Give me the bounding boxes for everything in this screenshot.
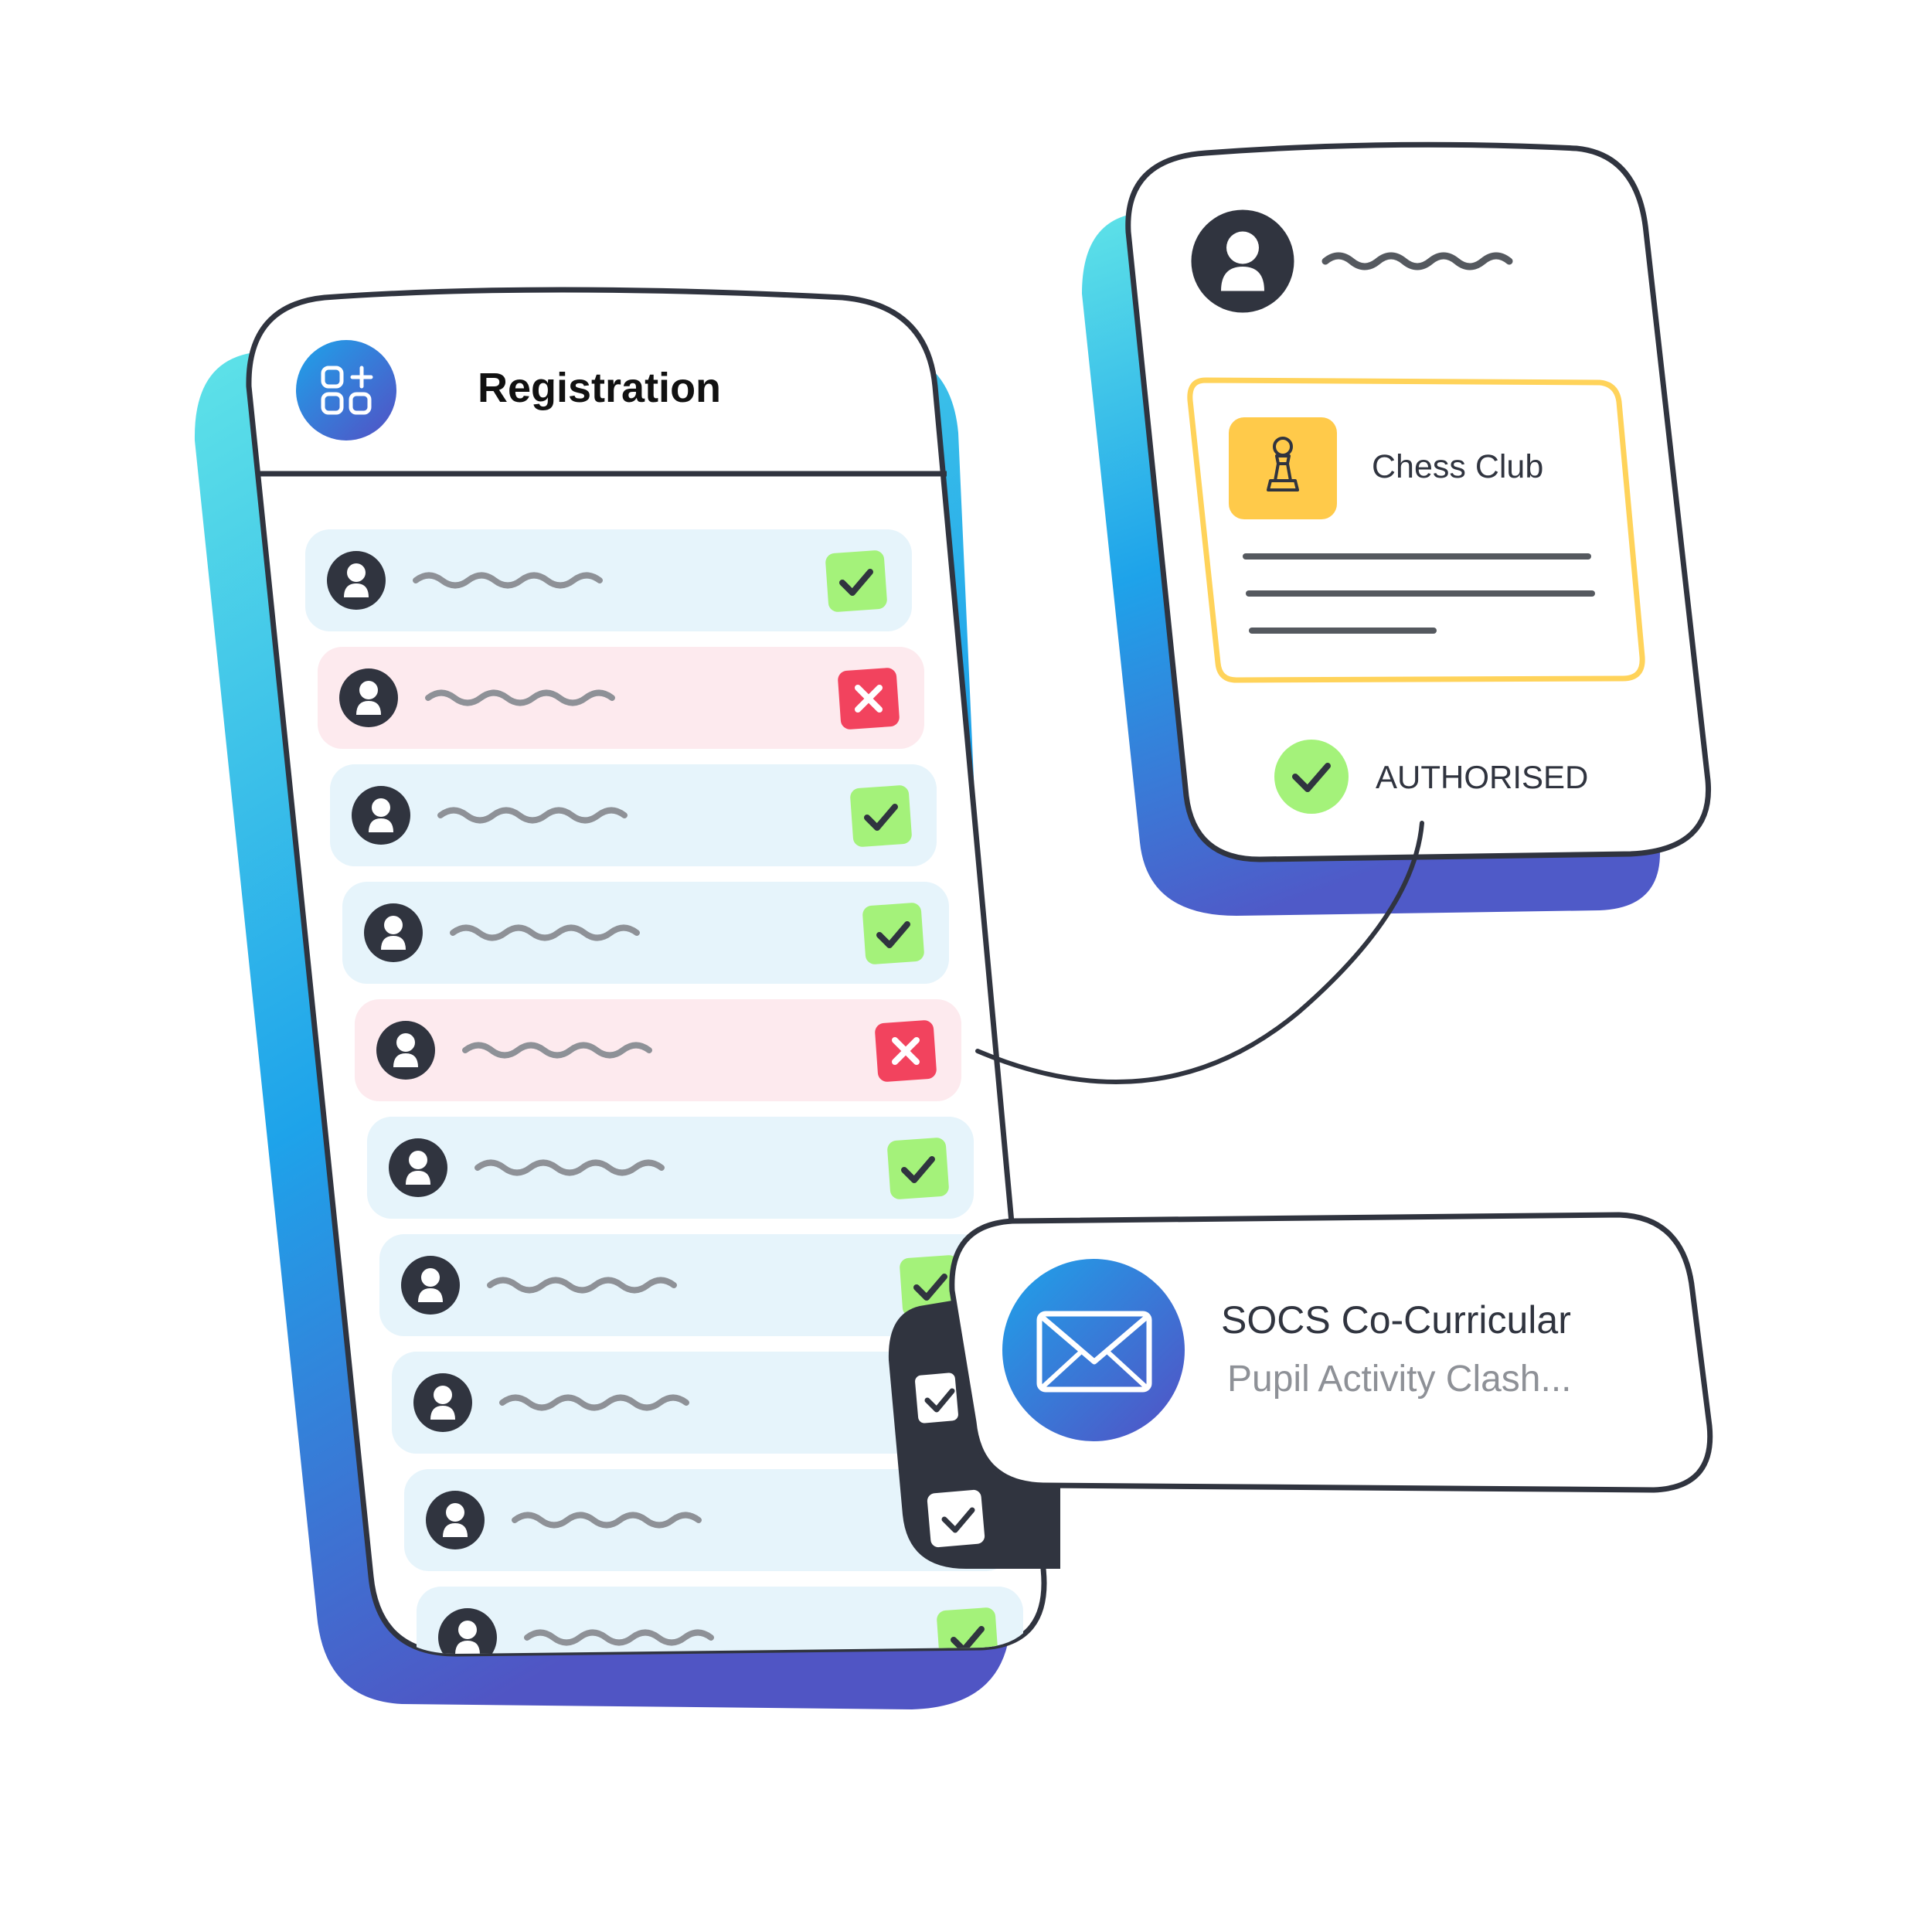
absent-x-icon[interactable]	[837, 667, 900, 730]
apps-add-icon[interactable]	[296, 340, 396, 440]
row-background	[330, 764, 937, 866]
present-check-icon[interactable]	[825, 549, 887, 612]
user-icon	[426, 1491, 485, 1549]
row-background	[404, 1469, 1011, 1571]
registration-list	[305, 529, 1023, 1654]
row-background	[342, 882, 949, 984]
list-item[interactable]	[305, 529, 912, 631]
name-placeholder-squiggle	[462, 1042, 652, 1059]
activity-description-lines	[1243, 553, 1595, 634]
present-check-icon[interactable]	[886, 1137, 949, 1199]
chess-icon-tile	[1229, 417, 1337, 519]
tab-checkbox	[915, 1372, 958, 1423]
list-item[interactable]	[342, 882, 949, 984]
name-placeholder-squiggle	[413, 572, 603, 589]
row-background	[355, 999, 961, 1101]
status-label: AUTHORISED	[1376, 759, 1588, 795]
user-icon	[352, 786, 410, 845]
page-title: Registration	[478, 365, 721, 411]
list-item[interactable]	[318, 647, 924, 749]
name-placeholder-squiggle	[524, 1629, 714, 1646]
row-background	[392, 1352, 998, 1454]
user-icon	[389, 1138, 447, 1197]
list-item[interactable]	[355, 999, 961, 1101]
user-icon	[413, 1373, 472, 1432]
list-item[interactable]	[379, 1234, 986, 1336]
name-placeholder-squiggle	[1321, 252, 1513, 270]
tab-checkbox	[927, 1489, 985, 1548]
user-icon	[401, 1256, 460, 1315]
authorised-check-icon	[1274, 740, 1349, 814]
notification-message: Pupil Activity Clash...	[1227, 1359, 1572, 1400]
user-icon	[364, 903, 423, 962]
name-placeholder-squiggle	[437, 807, 628, 824]
user-icon	[1191, 209, 1294, 313]
list-item[interactable]	[367, 1117, 974, 1219]
name-placeholder-squiggle	[474, 1159, 665, 1176]
activity-name: Chess Club	[1372, 448, 1543, 485]
present-check-icon[interactable]	[862, 902, 924, 964]
user-icon	[327, 551, 386, 610]
connector-line	[975, 821, 1424, 1084]
row-background	[417, 1587, 1023, 1654]
name-placeholder-squiggle	[425, 689, 615, 706]
name-placeholder-squiggle	[512, 1512, 702, 1529]
row-background	[318, 647, 924, 749]
present-check-icon[interactable]	[899, 1254, 961, 1317]
present-check-icon[interactable]	[849, 784, 912, 847]
user-icon	[339, 668, 398, 727]
envelope-icon	[1002, 1259, 1185, 1441]
row-background	[367, 1117, 974, 1219]
row-background	[379, 1234, 986, 1336]
name-placeholder-squiggle	[450, 924, 640, 941]
notification-title: SOCS Co-Curricular	[1221, 1298, 1571, 1342]
user-icon	[376, 1021, 435, 1080]
absent-x-icon[interactable]	[874, 1019, 937, 1082]
name-placeholder-squiggle	[487, 1277, 677, 1294]
name-placeholder-squiggle	[499, 1394, 689, 1411]
chess-pawn-icon	[1267, 437, 1299, 492]
list-item[interactable]	[330, 764, 937, 866]
row-background	[305, 529, 912, 631]
